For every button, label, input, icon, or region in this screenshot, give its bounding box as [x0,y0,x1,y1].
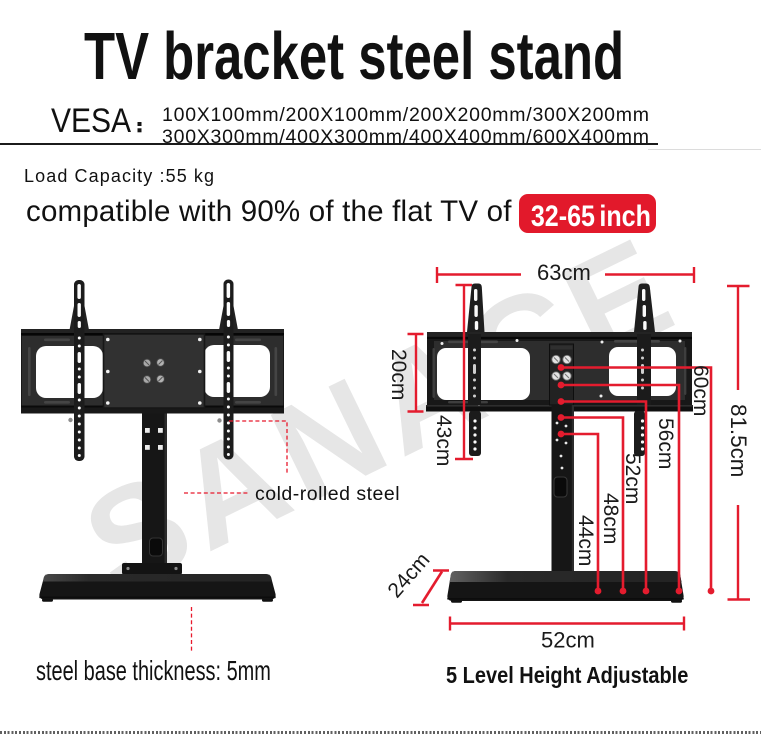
svg-text:63cm: 63cm [537,260,591,285]
svg-text:56cm: 56cm [654,418,677,469]
svg-text:52cm: 52cm [541,628,595,653]
svg-text:20cm: 20cm [387,349,410,400]
svg-text:60cm: 60cm [689,365,712,416]
svg-text:48cm: 48cm [599,493,622,544]
svg-text:44cm: 44cm [574,515,597,566]
svg-text:52cm: 52cm [621,453,644,504]
svg-text:43cm: 43cm [432,415,455,466]
svg-text:81.5cm: 81.5cm [726,404,751,477]
